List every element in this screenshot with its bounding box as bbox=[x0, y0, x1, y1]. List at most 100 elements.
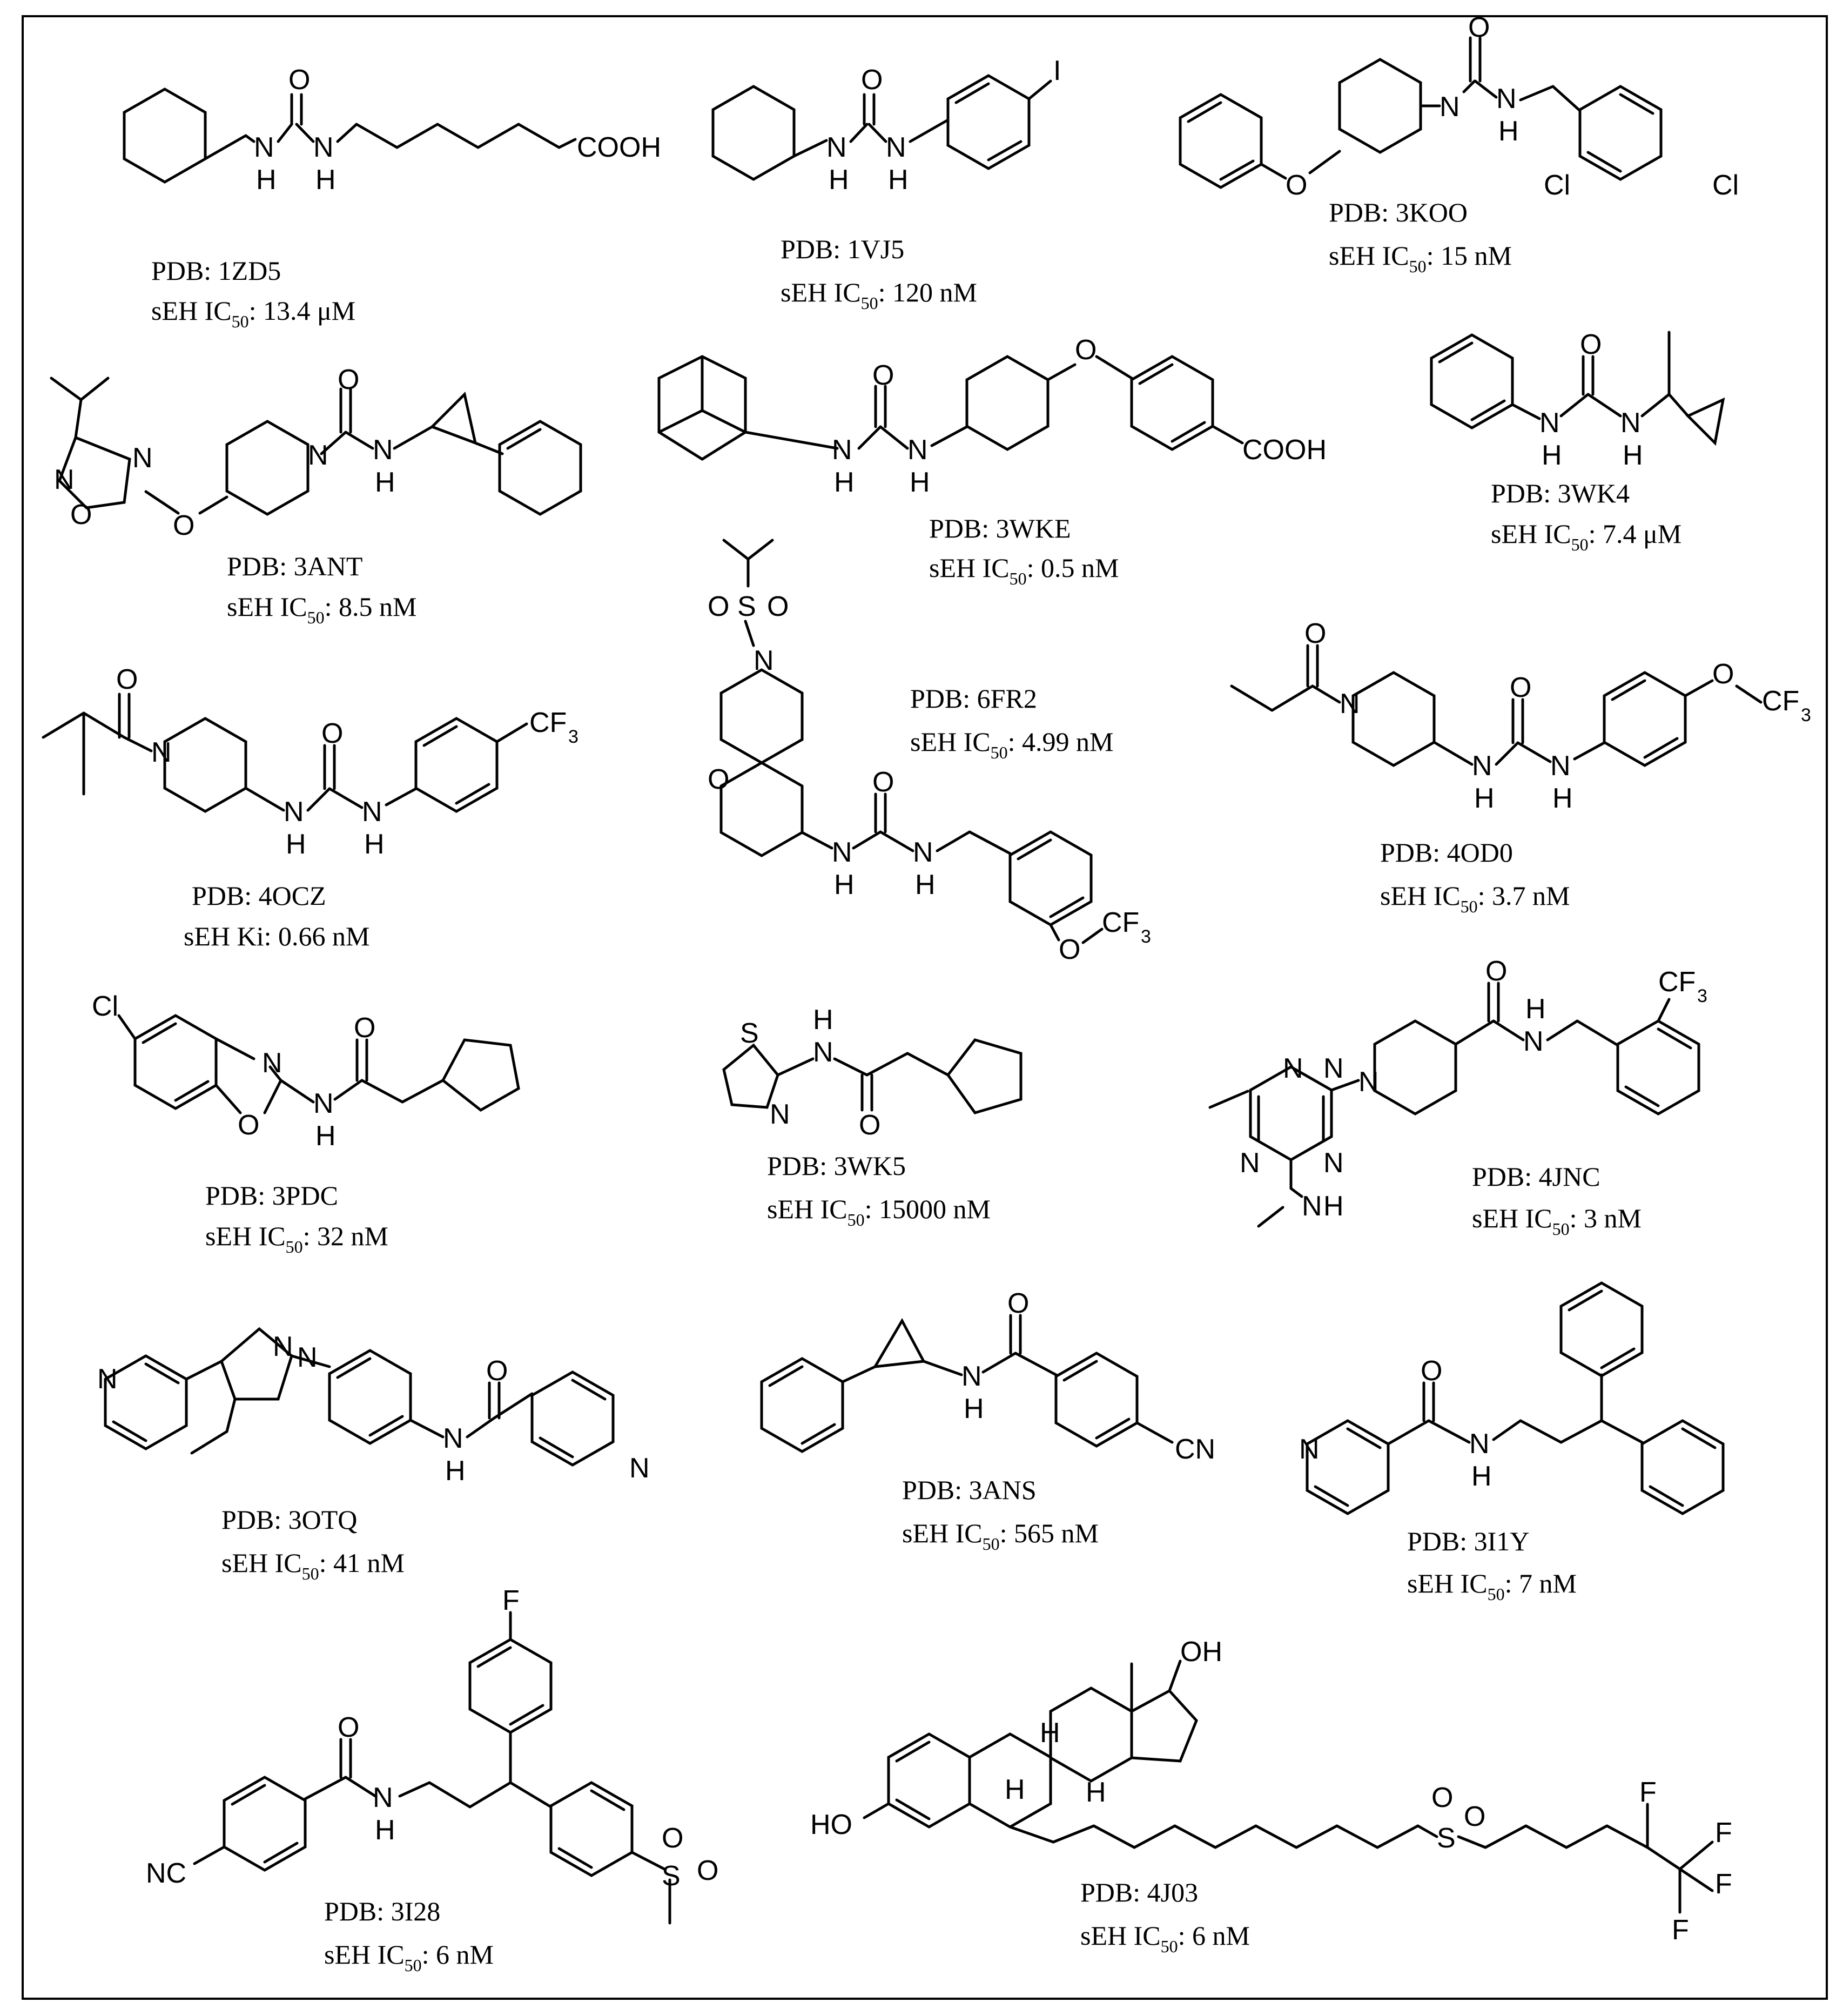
pdb-label-1vj5: PDB: 1VJ5 bbox=[781, 234, 904, 264]
svg-text:H: H bbox=[910, 467, 930, 498]
svg-text:H: H bbox=[1542, 440, 1562, 471]
svg-text:O: O bbox=[321, 718, 343, 749]
svg-text:N: N bbox=[373, 434, 393, 466]
pdb-label-3koo: PDB: 3KOO bbox=[1329, 197, 1468, 227]
svg-text:H: H bbox=[1005, 1774, 1025, 1805]
svg-text:H: H bbox=[834, 467, 855, 498]
svg-text:N: N bbox=[1440, 91, 1460, 123]
svg-text:F: F bbox=[1715, 1817, 1732, 1849]
svg-text:O: O bbox=[861, 64, 883, 96]
svg-text:O: O bbox=[354, 1012, 375, 1044]
svg-text:H: H bbox=[1471, 1461, 1492, 1492]
svg-text:O: O bbox=[1304, 618, 1326, 649]
structure-1vj5: N H O N H I bbox=[711, 55, 1061, 196]
svg-text:S: S bbox=[740, 1018, 759, 1049]
structure-3wk4: N H O N H bbox=[1430, 329, 1725, 471]
pdb-label-3i1y: PDB: 3I1Y bbox=[1407, 1526, 1529, 1556]
svg-text:N: N bbox=[1358, 1066, 1379, 1098]
svg-text:H: H bbox=[813, 1004, 833, 1036]
svg-text:H: H bbox=[364, 829, 385, 860]
structure-3ant: N N O O N O N H bbox=[50, 364, 582, 541]
svg-text:O: O bbox=[173, 510, 194, 541]
pdb-label-3wk5: PDB: 3WK5 bbox=[767, 1151, 906, 1181]
svg-text:H: H bbox=[445, 1455, 466, 1487]
svg-text:O: O bbox=[338, 1712, 359, 1743]
structure-3otq: N N N N H O N bbox=[97, 1327, 650, 1487]
svg-text:O: O bbox=[116, 664, 138, 695]
svg-text:H: H bbox=[256, 164, 277, 196]
svg-text:HO: HO bbox=[810, 1809, 852, 1840]
svg-text:N: N bbox=[54, 464, 75, 495]
svg-text:H: H bbox=[315, 164, 336, 196]
svg-text:S: S bbox=[1437, 1823, 1456, 1854]
structure-3wke: N H O N H O COOH bbox=[657, 334, 1327, 498]
structure-1zd5: N H O N H COOH bbox=[123, 64, 661, 196]
svg-text:O: O bbox=[1059, 934, 1080, 965]
svg-text:O: O bbox=[1421, 1355, 1442, 1387]
svg-text:F: F bbox=[1715, 1869, 1732, 1900]
svg-text:3: 3 bbox=[1697, 986, 1707, 1006]
svg-text:N: N bbox=[826, 132, 847, 163]
pdb-label-3ans: PDB: 3ANS bbox=[902, 1475, 1037, 1505]
svg-text:O: O bbox=[1007, 1288, 1029, 1319]
svg-text:CF: CF bbox=[529, 707, 567, 738]
activity-label-4ocz: sEH Ki: 0.66 nM bbox=[184, 921, 369, 951]
svg-text:N: N bbox=[1283, 1053, 1303, 1084]
pdb-label-3wk4: PDB: 3WK4 bbox=[1491, 478, 1630, 508]
svg-text:N: N bbox=[1340, 688, 1360, 720]
svg-text:N: N bbox=[97, 1363, 118, 1395]
svg-text:H: H bbox=[915, 869, 936, 901]
structure-3i1y: N O N H bbox=[1299, 1281, 1725, 1515]
activity-label-1vj5: sEH IC50: 120 nM bbox=[781, 277, 977, 313]
structure-3ans: N H O CN bbox=[760, 1288, 1215, 1465]
svg-text:O: O bbox=[872, 767, 894, 798]
svg-text:O: O bbox=[288, 64, 310, 96]
svg-text:N: N bbox=[1240, 1147, 1260, 1179]
activity-label-4od0: sEH IC50: 3.7 nM bbox=[1380, 881, 1570, 916]
svg-text:N: N bbox=[254, 132, 274, 163]
svg-text:H: H bbox=[375, 1815, 395, 1846]
svg-text:N: N bbox=[273, 1331, 293, 1362]
svg-text:N: N bbox=[1323, 1147, 1344, 1179]
svg-text:N: N bbox=[1620, 407, 1641, 439]
svg-text:N: N bbox=[373, 1782, 393, 1813]
svg-text:H: H bbox=[964, 1393, 984, 1424]
svg-text:O: O bbox=[338, 364, 359, 395]
svg-text:H: H bbox=[1498, 116, 1519, 147]
svg-text:H: H bbox=[1552, 783, 1573, 814]
svg-text:O: O bbox=[662, 1823, 683, 1854]
svg-text:N: N bbox=[629, 1453, 650, 1484]
structure-3koo: O N O N H Cl Cl bbox=[1179, 12, 1739, 201]
svg-text:CN: CN bbox=[1175, 1434, 1215, 1465]
activity-label-3i1y: sEH IC50: 7 nM bbox=[1407, 1568, 1577, 1604]
figure-border bbox=[22, 15, 1828, 2000]
svg-text:H: H bbox=[1474, 783, 1495, 814]
svg-text:N: N bbox=[262, 1047, 282, 1079]
svg-text:H: H bbox=[1623, 440, 1643, 471]
svg-text:N: N bbox=[1302, 1191, 1322, 1222]
svg-text:3: 3 bbox=[1141, 926, 1151, 947]
structure-3pdc: Cl N O N H O bbox=[92, 991, 520, 1152]
svg-text:S: S bbox=[737, 591, 756, 622]
pdb-label-1zd5: PDB: 1ZD5 bbox=[151, 256, 281, 286]
svg-text:N: N bbox=[362, 796, 382, 828]
svg-text:COOH: COOH bbox=[577, 132, 661, 163]
svg-text:H: H bbox=[1323, 1191, 1344, 1222]
svg-text:3: 3 bbox=[568, 727, 579, 747]
structure-6fr2: S O O N O N H O N H O CF 3 bbox=[708, 539, 1151, 965]
pdb-label-3ant: PDB: 3ANT bbox=[227, 551, 362, 581]
svg-text:N: N bbox=[832, 434, 852, 466]
svg-text:H: H bbox=[375, 467, 395, 498]
activity-label-4j03: sEH IC50: 6 nM bbox=[1080, 1920, 1250, 1956]
svg-text:N: N bbox=[961, 1361, 982, 1392]
pdb-label-4ocz: PDB: 4OCZ bbox=[192, 881, 326, 911]
svg-text:O: O bbox=[486, 1355, 508, 1387]
svg-text:N: N bbox=[1523, 1026, 1544, 1057]
activity-label-3ant: sEH IC50: 8.5 nM bbox=[227, 592, 416, 627]
svg-text:O: O bbox=[1510, 672, 1531, 703]
svg-text:H: H bbox=[1040, 1717, 1060, 1749]
svg-text:N: N bbox=[313, 1088, 334, 1119]
svg-text:N: N bbox=[297, 1342, 318, 1373]
svg-text:N: N bbox=[813, 1037, 833, 1068]
